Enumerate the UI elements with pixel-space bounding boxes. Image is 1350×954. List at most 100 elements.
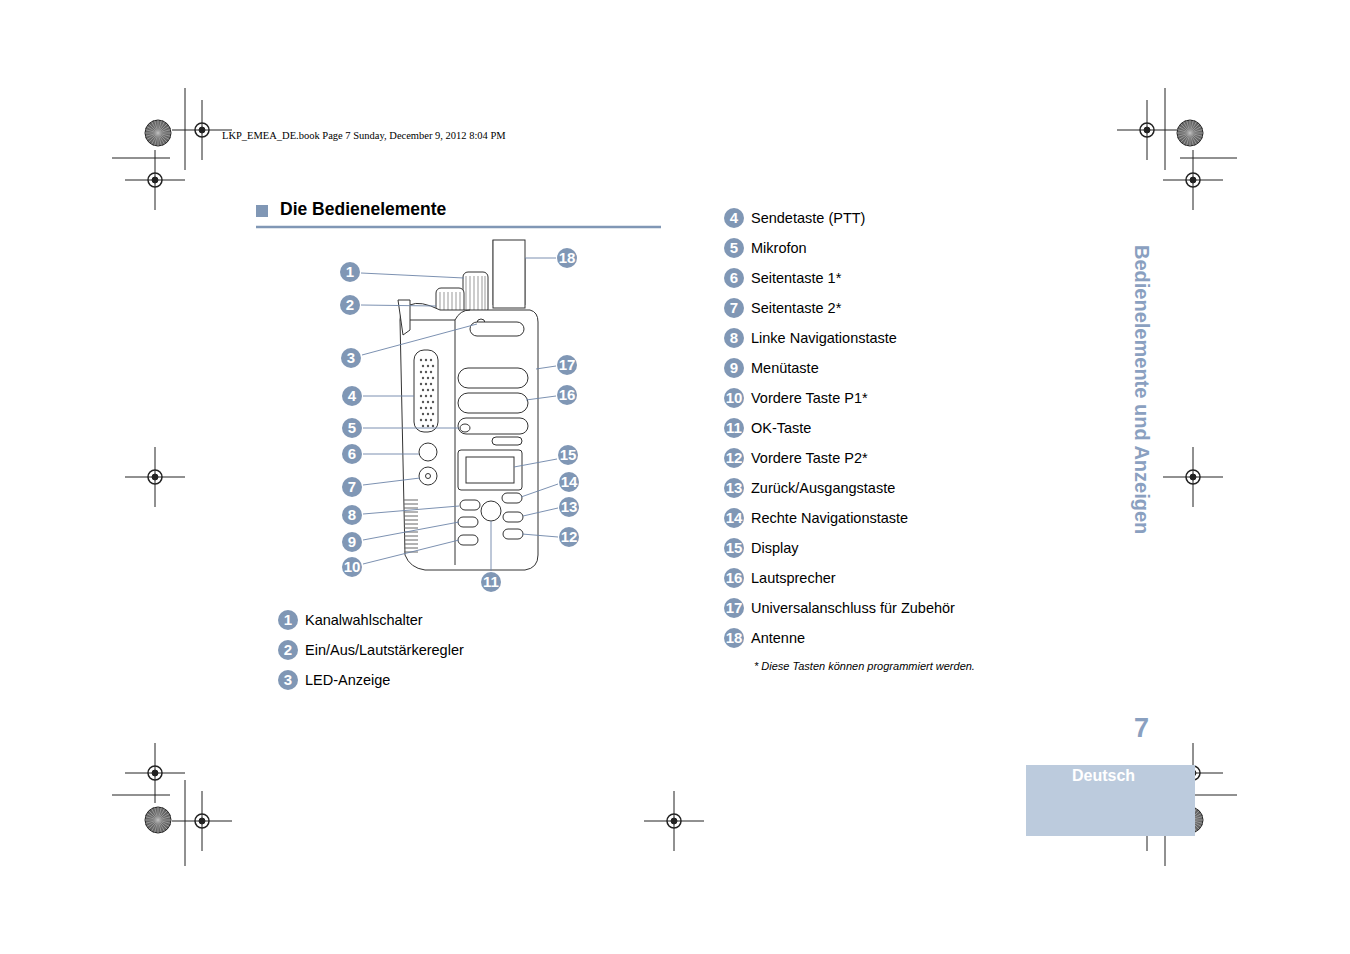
crosshair-mark — [125, 743, 185, 803]
legend-entry: 14Rechte Navigationstaste — [724, 508, 744, 528]
title-rule — [256, 226, 661, 229]
grille-dot — [425, 419, 427, 421]
grip-line — [404, 544, 418, 545]
grille-dot — [430, 419, 432, 421]
grille-dot — [430, 395, 432, 397]
callout-number: 8 — [342, 505, 362, 525]
callout-number: 12 — [724, 448, 744, 468]
grille-dot — [425, 359, 427, 361]
grille-dot — [427, 389, 429, 391]
star-target — [145, 807, 171, 833]
part-name: Linke Navigationstaste — [751, 328, 897, 348]
callout-number: 9 — [724, 358, 744, 378]
grille-dot — [420, 407, 422, 409]
callout-number: 4 — [342, 386, 362, 406]
crosshair-mark — [172, 791, 232, 851]
grille-dot — [430, 407, 432, 409]
grip-line — [404, 512, 418, 513]
crop-line — [185, 88, 186, 170]
radio-drawing — [398, 240, 538, 570]
star-target — [145, 120, 171, 146]
legend-entry: 11OK-Taste — [724, 418, 744, 438]
callout-number: 17 — [557, 355, 577, 375]
legend-entry: 2Ein/Aus/Lautstärkeregler — [278, 640, 298, 660]
callout-number: 7 — [724, 298, 744, 318]
callout-number: 3 — [341, 348, 361, 368]
part-name: Zurück/Ausgangstaste — [751, 478, 895, 498]
callout-number: 10 — [724, 388, 744, 408]
callout-number: 6 — [342, 444, 362, 464]
star-target — [1177, 120, 1203, 146]
callout-number: 5 — [342, 418, 362, 438]
part-name: Seitentaste 1* — [751, 268, 841, 288]
legend-entry: 12Vordere Taste P2* — [724, 448, 744, 468]
callout-number: 15 — [558, 445, 578, 465]
callout-number: 7 — [342, 477, 362, 497]
grille-dot — [430, 383, 432, 385]
grille-dot — [425, 383, 427, 385]
part-name: Seitentaste 2* — [751, 298, 841, 318]
legend-entry: 6Seitentaste 1* — [724, 268, 744, 288]
crosshair-mark — [1117, 100, 1177, 160]
callout-number: 6 — [724, 268, 744, 288]
grille-dot — [432, 401, 434, 403]
callout-number: 14 — [724, 508, 744, 528]
grille-dot — [422, 425, 424, 427]
grille-dot — [420, 419, 422, 421]
grille-dot — [420, 371, 422, 373]
grille-dot — [422, 365, 424, 367]
grille-dot — [427, 377, 429, 379]
callout-number: 12 — [559, 527, 579, 547]
part-name: Kanalwahlschalter — [305, 610, 423, 630]
callout-number: 17 — [724, 598, 744, 618]
callout-number: 18 — [724, 628, 744, 648]
callout-circle: 9 — [342, 532, 362, 552]
grille-dot — [427, 401, 429, 403]
grip-line — [404, 504, 418, 505]
grille-dot — [432, 365, 434, 367]
callout-number: 1 — [278, 610, 298, 630]
crosshair-mark — [644, 791, 704, 851]
callout-number: 16 — [724, 568, 744, 588]
callout-circle: 16 — [557, 385, 577, 405]
callout-circle: 7 — [342, 477, 362, 497]
grille-dot — [432, 425, 434, 427]
legend-entry: 9Menütaste — [724, 358, 744, 378]
part-name: Vordere Taste P2* — [751, 448, 868, 468]
grille-dot — [422, 401, 424, 403]
callout-number: 4 — [724, 208, 744, 228]
callout-number: 15 — [724, 538, 744, 558]
callout-number: 3 — [278, 670, 298, 690]
grip-line — [404, 516, 418, 517]
part-name: Lautsprecher — [751, 568, 836, 588]
grip-line — [404, 536, 418, 537]
callout-number: 13 — [559, 497, 579, 517]
legend-entry: 13Zurück/Ausgangstaste — [724, 478, 744, 498]
legend-entry: 4Sendetaste (PTT) — [724, 208, 744, 228]
print-header: LKP_EMEA_DE.book Page 7 Sunday, December… — [222, 130, 506, 141]
part-name: OK-Taste — [751, 418, 811, 438]
grille-dot — [420, 383, 422, 385]
grille-dot — [425, 371, 427, 373]
grille-dot — [427, 365, 429, 367]
grille-dot — [420, 395, 422, 397]
callout-circle: 2 — [340, 295, 360, 315]
callout-number: 2 — [278, 640, 298, 660]
grille-dot — [432, 389, 434, 391]
legend-entry: 8Linke Navigationstaste — [724, 328, 744, 348]
callout-number: 8 — [724, 328, 744, 348]
page-number: 7 — [1134, 713, 1149, 744]
grille-dot — [427, 413, 429, 415]
grille-dot — [425, 395, 427, 397]
grille-dot — [432, 413, 434, 415]
grille-dot — [422, 389, 424, 391]
part-name: Display — [751, 538, 799, 558]
callout-circle: 3 — [341, 348, 361, 368]
callout-number: 10 — [342, 557, 362, 577]
callout-circle: 15 — [558, 445, 578, 465]
callout-number: 11 — [724, 418, 744, 438]
legend-entry: 17Universalanschluss für Zubehör — [724, 598, 744, 618]
callout-number: 18 — [557, 248, 577, 268]
callout-circle: 6 — [342, 444, 362, 464]
callout-circle: 13 — [559, 497, 579, 517]
